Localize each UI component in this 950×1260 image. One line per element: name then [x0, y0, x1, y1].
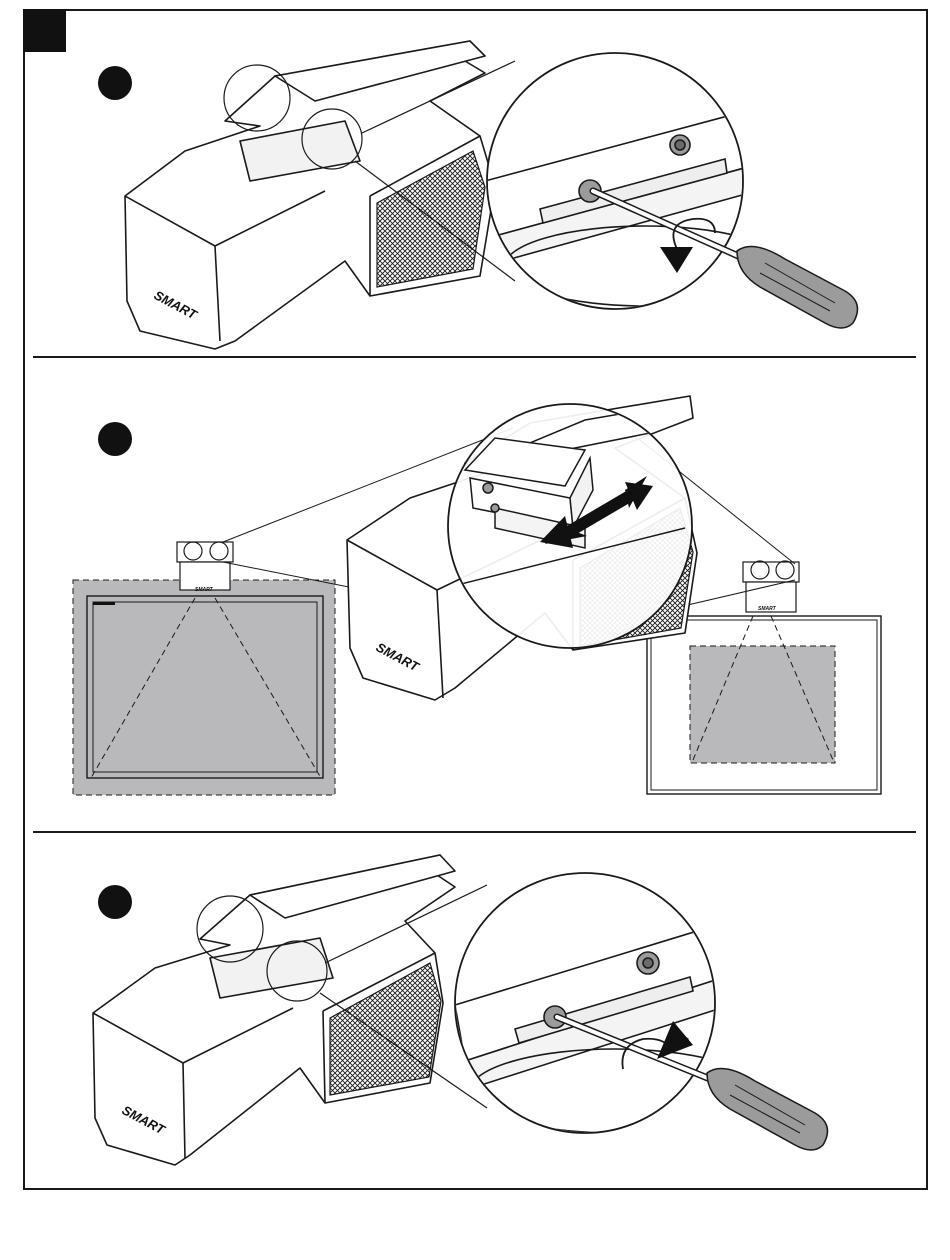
panel-step-1: SMART — [25, 11, 926, 356]
svg-text:SMART: SMART — [195, 587, 214, 593]
step-3-illustration: SMART — [25, 833, 926, 1188]
svg-text:SMART: SMART — [758, 606, 777, 612]
board-left-oversized: SMART — [73, 542, 335, 795]
panel-step-3: SMART — [25, 833, 926, 1188]
step-2-illustration: SMART SMART — [25, 358, 926, 831]
panel-step-2: SMART SMART — [25, 358, 926, 831]
step-1-illustration: SMART — [25, 11, 926, 356]
zoom-detail-1 — [485, 53, 785, 309]
